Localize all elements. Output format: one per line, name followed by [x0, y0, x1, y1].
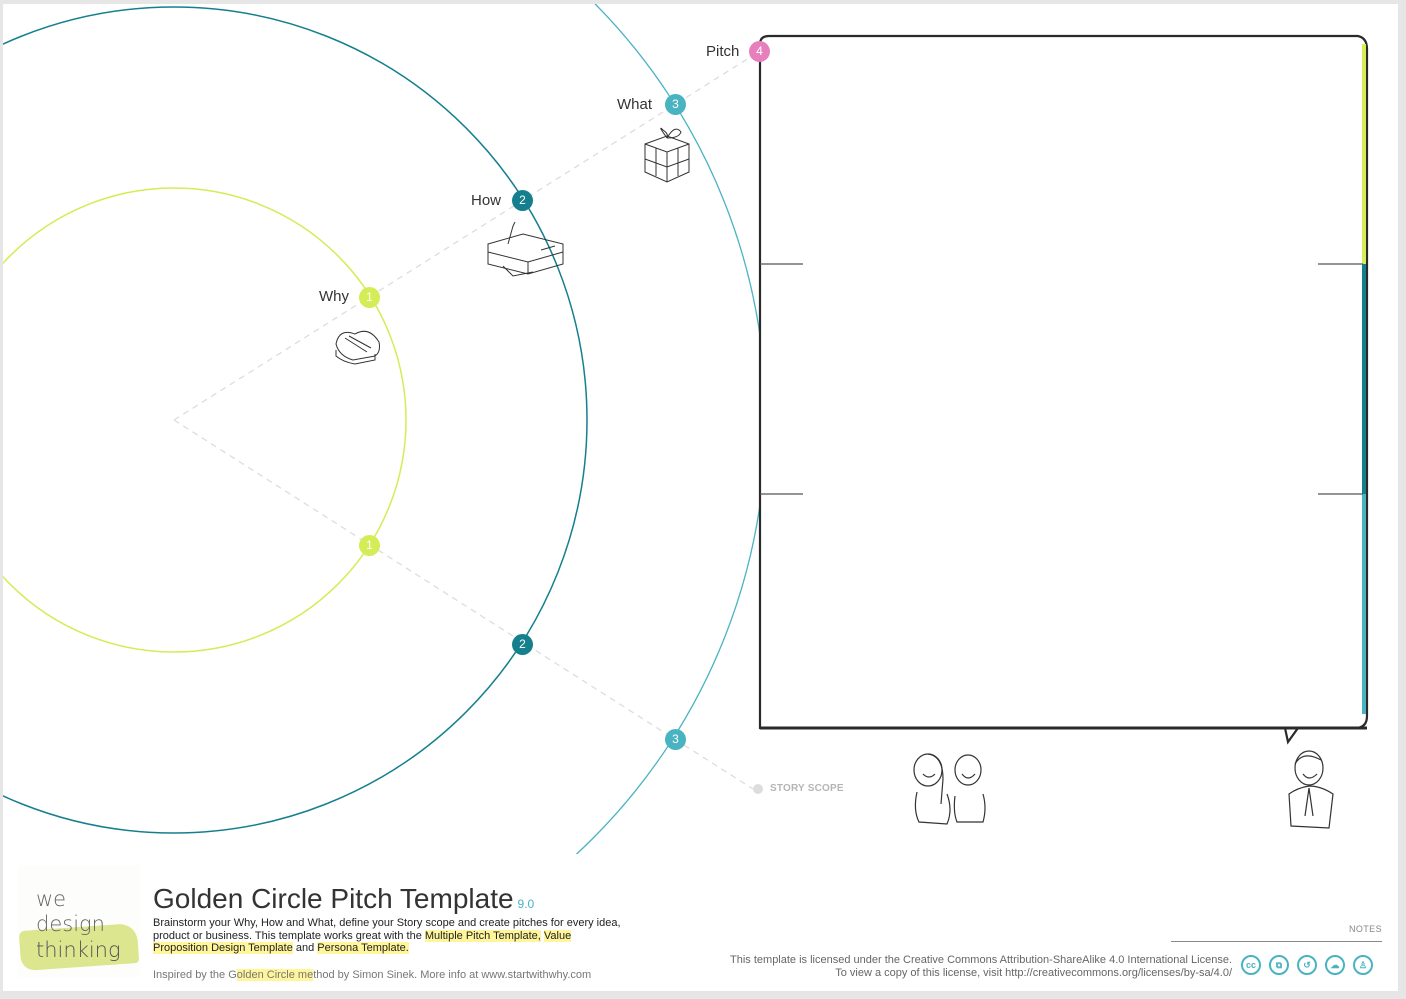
logo-line-1: we [36, 887, 67, 911]
footer: we design thinking Golden Circle Pitch T… [3, 854, 1398, 991]
we-design-thinking-logo: we design thinking [18, 865, 140, 977]
drawer-tools-icon [487, 221, 564, 277]
heart-box-icon [335, 330, 380, 365]
gift-box-icon [644, 127, 690, 183]
how-marker[interactable]: 2 [512, 190, 533, 211]
pitch-frame-bg [760, 36, 1368, 728]
logo-line-2: design [36, 912, 105, 936]
version-badge: 9.0 [517, 897, 535, 911]
inspired-highlight: olden Circle me [236, 969, 314, 981]
pitch-label: Pitch [706, 43, 740, 60]
license-text: This template is licensed under the Crea… [730, 954, 1232, 980]
why-label: Why [319, 288, 349, 305]
why-side-bar [1362, 44, 1366, 264]
title-text: Golden Circle Pitch Template [153, 883, 514, 914]
what-side-bar [1362, 494, 1366, 714]
notes-divider [1171, 941, 1382, 942]
inspired-pre: Inspired by the G [153, 969, 237, 981]
golden-circle-diagram [3, 4, 1369, 854]
cc-icons: cc ⧉ ↺ ☁ ♙ [1241, 955, 1373, 975]
remix-icon: ☁ [1325, 955, 1345, 975]
what-circle [575, 4, 767, 854]
description: Brainstorm your Why, How and What, defin… [153, 917, 623, 955]
notes-label: NOTES [1348, 924, 1382, 934]
how-lower-marker[interactable]: 2 [512, 634, 533, 655]
copy-icon: ⧉ [1269, 955, 1289, 975]
attribution-icon: ♙ [1353, 955, 1373, 975]
inspired-post: thod by Simon Sinek. More info at www.st… [313, 969, 592, 981]
upper-ray [173, 50, 761, 421]
cc-icon: cc [1241, 955, 1261, 975]
how-circle [3, 6, 588, 834]
sharealike-icon: ↺ [1297, 955, 1317, 975]
story-scope-label: STORY SCOPE [770, 783, 844, 794]
license-line-2[interactable]: To view a copy of this license, visit ht… [835, 967, 1232, 979]
why-marker[interactable]: 1 [359, 287, 380, 308]
what-marker[interactable]: 3 [665, 94, 686, 115]
why-circle [3, 187, 407, 653]
how-label: How [471, 192, 502, 209]
persona-template-link[interactable]: Persona Template. [317, 942, 409, 954]
description-and: and [292, 942, 318, 954]
multiple-pitch-template-link[interactable]: Multiple Pitch Template, [424, 929, 541, 942]
template-page: Why 1 How 2 What 3 Pitch 4 1 2 3 STORY S… [3, 4, 1398, 991]
how-side-bar [1362, 264, 1366, 494]
what-lower-marker[interactable]: 3 [665, 729, 686, 750]
what-label: What [617, 96, 653, 113]
pitch-marker[interactable]: 4 [749, 41, 770, 62]
logo-line-3: thinking [36, 938, 121, 962]
audience-people-icon [913, 753, 986, 825]
lower-ray [173, 419, 754, 790]
story-scope-dot [753, 784, 763, 794]
why-lower-marker[interactable]: 1 [359, 535, 380, 556]
license-line-1: This template is licensed under the Crea… [730, 954, 1232, 966]
description-text: Brainstorm your Why, How and What, defin… [153, 917, 621, 942]
inspired-by: Inspired by the Golden Circle method by … [153, 969, 591, 981]
presenter-icon [1288, 750, 1334, 829]
